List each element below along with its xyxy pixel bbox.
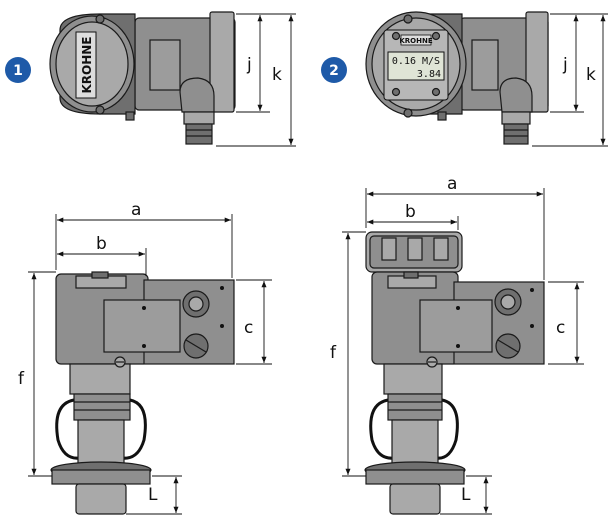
badge-2 (321, 57, 347, 83)
dim-L-view1: L (148, 485, 158, 505)
display-button-icon (431, 31, 441, 41)
dim-f-view1: f (18, 369, 25, 389)
display-button-icon (391, 31, 401, 41)
view-2-side: 2 KROHNE 0.16 M/S 3.84 j k (321, 11, 608, 147)
dim-f-view2: f (330, 343, 337, 363)
dim-L-view2: L (461, 485, 471, 505)
display-button-icon (391, 87, 401, 97)
dim-c-view2: c (556, 318, 565, 338)
lcd-line-2: 3.84 (417, 69, 441, 80)
dim-c-view1: c (244, 318, 253, 338)
lcd-screen (387, 51, 445, 81)
badge-1-label: 1 (13, 63, 23, 79)
dim-j-view1: j (246, 55, 252, 75)
dim-k-view1: k (272, 65, 282, 85)
dim-b-view2: b (405, 202, 416, 222)
badge-1 (5, 57, 31, 83)
display-logo: KROHNE (399, 37, 432, 45)
dim-a-view2: a (447, 174, 457, 194)
lcd-line-1: 0.16 M/S (392, 56, 440, 67)
dim-b-view1: b (96, 234, 107, 254)
dim-j-view2: j (562, 55, 568, 75)
dim-k-view2: k (586, 65, 596, 85)
display-button-icon (431, 87, 441, 97)
badge-2-label: 2 (329, 63, 339, 79)
view-1-side: 1 KROHNE j k (5, 11, 296, 147)
dim-a-view1: a (131, 200, 141, 220)
krohne-logo: KROHNE (80, 36, 94, 93)
view-1-front: a b c f L (18, 200, 272, 515)
view-2-front: a b c f L (330, 174, 584, 515)
